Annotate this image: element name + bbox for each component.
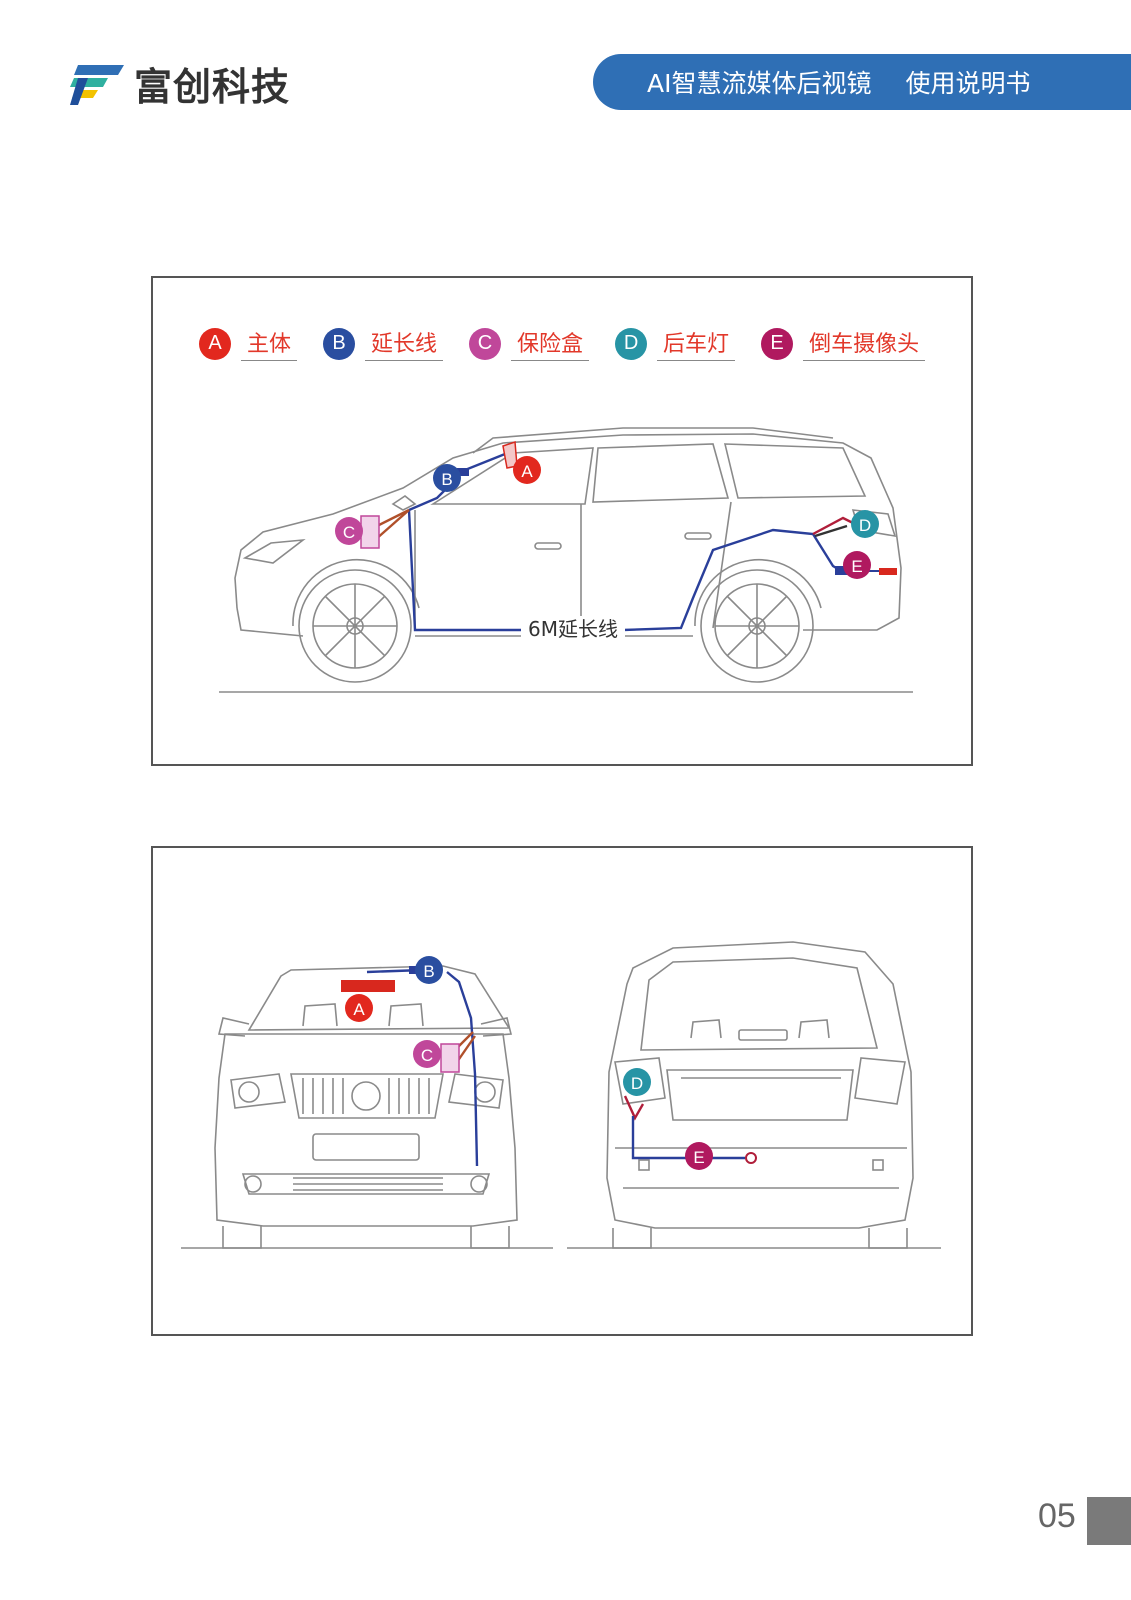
marker-c-label: C — [421, 1046, 433, 1065]
header-banner: AI智慧流媒体后视镜 使用说明书 — [593, 54, 1131, 110]
product-title: AI智慧流媒体后视镜 — [647, 69, 872, 98]
car-rear-outline — [567, 941, 941, 1249]
legend: A 主体 B 延长线 C 保险盒 D 后车灯 E 倒车摄像头 — [199, 326, 951, 361]
side-view-panel: A 主体 B 延长线 C 保险盒 D 后车灯 E 倒车摄像头 — [151, 276, 973, 766]
marker-e: E — [685, 1142, 713, 1170]
marker-b-label: B — [441, 470, 452, 489]
page-number-block — [1087, 1497, 1131, 1545]
legend-label: 后车灯 — [657, 326, 736, 361]
doc-title: 使用说明书 — [905, 69, 1031, 98]
brand-logo-icon — [70, 64, 124, 105]
legend-label: 倒车摄像头 — [803, 326, 926, 361]
front-rear-drawing: A B C D E — [181, 941, 941, 1249]
car-front-outline — [181, 965, 553, 1249]
fuse-box-device — [440, 1043, 460, 1073]
marker-a-label: A — [521, 462, 533, 481]
marker-c-label: C — [343, 523, 355, 542]
legend-badge: E — [761, 327, 794, 360]
marker-d: D — [851, 510, 879, 538]
fuse-box-device — [360, 515, 380, 549]
legend-item-a: A 主体 — [199, 326, 298, 361]
legend-label: 延长线 — [365, 326, 444, 361]
mirror-device — [341, 980, 395, 992]
marker-d-label: D — [859, 516, 871, 535]
cable-label: 6M延长线 — [528, 617, 618, 641]
marker-a: A — [345, 994, 373, 1022]
front-wiring — [366, 968, 479, 1167]
page-number: 05 — [1038, 1497, 1076, 1535]
legend-item-e: E 倒车摄像头 — [761, 326, 926, 361]
legend-label: 保险盒 — [511, 326, 590, 361]
marker-d-label: D — [631, 1074, 643, 1093]
marker-e-label: E — [693, 1148, 704, 1167]
brand-logo: 富创科技 — [68, 56, 290, 111]
marker-e-label: E — [851, 557, 862, 576]
legend-label: 主体 — [241, 326, 298, 361]
legend-item-b: B 延长线 — [323, 326, 444, 361]
car-side-outline — [219, 427, 913, 693]
marker-a: A — [513, 456, 541, 484]
camera-lens — [879, 568, 897, 575]
legend-item-c: C 保险盒 — [469, 326, 590, 361]
marker-b: B — [433, 464, 461, 492]
connector-device — [457, 468, 469, 476]
legend-item-d: D 后车灯 — [615, 326, 736, 361]
front-rear-view-panel: A B C D E — [151, 846, 973, 1336]
camera-device — [835, 566, 849, 575]
marker-c: C — [413, 1040, 441, 1068]
marker-d: D — [623, 1068, 651, 1096]
rear-wiring — [623, 1095, 745, 1160]
legend-badge: A — [199, 327, 231, 360]
marker-b-label: B — [423, 962, 434, 981]
legend-badge: B — [323, 327, 356, 360]
marker-e: E — [843, 551, 871, 579]
marker-b: B — [415, 956, 443, 984]
legend-badge: C — [469, 327, 502, 360]
side-view-drawing: 6M延长线 A B C D E — [219, 427, 913, 693]
marker-c: C — [335, 517, 363, 545]
marker-a-label: A — [353, 1000, 365, 1019]
legend-badge: D — [615, 327, 648, 360]
brand-name: 富创科技 — [134, 65, 291, 109]
camera-lens — [745, 1152, 757, 1164]
